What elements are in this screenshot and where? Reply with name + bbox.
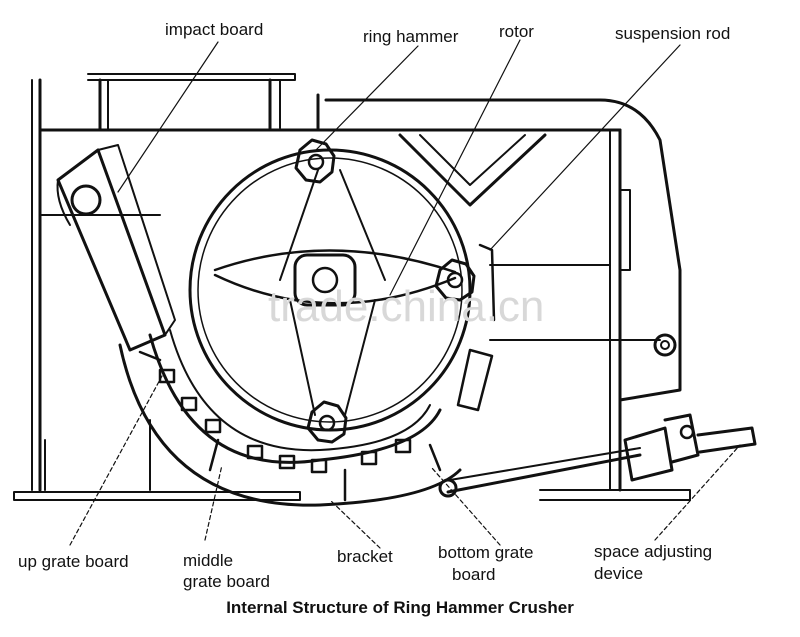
leader-lines-dashed [69,375,741,549]
ring-hammer-right [434,258,476,302]
ring-hammer-bottom [306,400,348,444]
label-space-adjusting-device-line2: device [594,564,644,583]
label-middle-grate-board-line1: middle [183,551,234,570]
space-adjusting-device [623,413,757,482]
grate-bars [138,350,442,502]
grate-boards [118,329,462,507]
label-space-adjusting-device-line1: space adjusting [594,542,713,561]
figure-caption: Internal Structure of Ring Hammer Crushe… [226,598,574,617]
label-rotor: rotor [499,22,534,41]
label-impact-board: impact board [165,20,264,39]
leader-lines [117,39,681,296]
label-ring-hammer: ring hammer [363,27,459,46]
label-bottom-grate-board-line1: bottom grate [438,543,534,562]
label-bracket: bracket [337,547,393,566]
ring-hammer-top [294,138,336,184]
label-middle-grate-board-line2: grate board [183,572,270,591]
watermark-text: trade.china.cn [268,282,545,331]
label-suspension-rod: suspension rod [615,24,731,43]
adjusting-rod [438,447,642,498]
impact-board [56,144,176,352]
crusher-housing [13,73,691,501]
suspension-rod [456,243,677,412]
label-up-grate-board: up grate board [18,552,129,571]
label-bottom-grate-board-line2: board [452,565,496,584]
